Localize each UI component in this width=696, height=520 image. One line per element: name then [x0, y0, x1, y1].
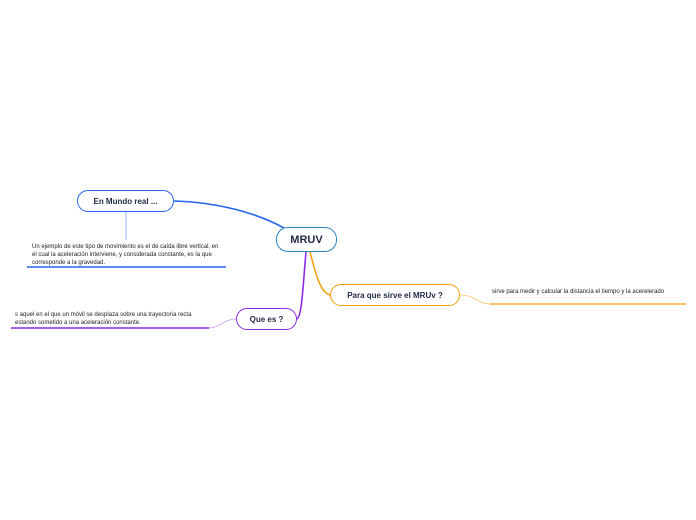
topic-label: Para que sirve el MRUv ?	[347, 290, 443, 300]
topic-que-es[interactable]: Que es ?	[236, 308, 297, 330]
note-que-es: s aquel en el que un móvil se desplaza s…	[15, 312, 192, 326]
topic-en-mundo-real[interactable]: En Mundo real ...	[77, 190, 174, 212]
connector-central-para-que-sirve	[309, 251, 331, 296]
topic-label: En Mundo real ...	[93, 196, 158, 206]
connector-para-que-sirve-note	[459, 294, 491, 305]
connector-que-es-note	[208, 318, 237, 329]
central-topic-mruv[interactable]: MRUV	[276, 227, 337, 252]
note-mundo-real: Un ejemplo de este tipo de movimiento es…	[32, 244, 219, 266]
connector-central-mundo-real	[173, 200, 285, 229]
central-topic-label: MRUV	[290, 233, 323, 246]
connector-central-que-es	[296, 251, 307, 320]
note-para-que-sirve: sirve para medir y calcular la distancia…	[492, 289, 665, 295]
topic-para-que-sirve[interactable]: Para que sirve el MRUv ?	[330, 284, 460, 306]
topic-label: Que es ?	[249, 314, 284, 324]
